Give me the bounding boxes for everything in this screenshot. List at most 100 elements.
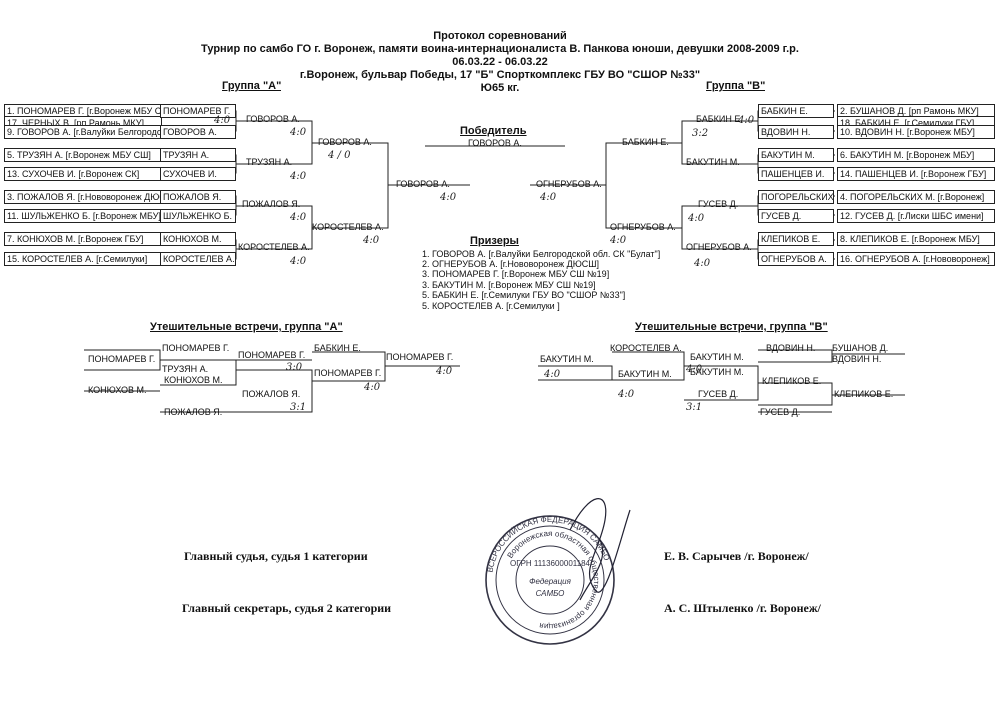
document-venue: г.Воронеж, бульвар Победы, 17 "Б" Спортк…: [299, 70, 701, 81]
group-a-r3-winner: КОРОСТЕЛЕВ А.: [312, 222, 384, 232]
score: 4 / 0: [328, 150, 351, 161]
group-b-entrant: 10. ВДОВИН Н. [г.Воронеж МБУ]: [837, 125, 995, 139]
group-b-r1-winner: КЛЕПИКОВ Е.: [758, 232, 834, 246]
weight-category: Ю65 кг.: [480, 83, 520, 94]
score: 3:1: [290, 402, 307, 413]
consolation-b-name: КЛЕПИКОВ Е.: [834, 389, 894, 399]
score: 4:0: [544, 369, 561, 380]
score: 4:0: [363, 235, 380, 246]
score: 4:0: [436, 366, 453, 377]
group-a-entrant: 15. КОРОСТЕЛЕВ А. [г.Семилуки]: [4, 252, 162, 266]
score: 3:0: [286, 362, 303, 373]
group-b-r2-winner: БАБКИН Е.: [696, 114, 743, 124]
group-a-r1-winner: ТРУЗЯН А.: [160, 148, 236, 162]
group-a-r1-winner: ШУЛЬЖЕНКО Б.: [160, 209, 236, 223]
winner-name: ГОВОРОВ А.: [468, 138, 522, 148]
chief-judge-title: Главный судья, судья 1 категории: [184, 549, 368, 563]
group-b-r1-winner: ПОГОРЕЛЬСКИХ М.: [758, 190, 834, 204]
consolation-a-name: БАБКИН Е.: [314, 343, 361, 353]
group-b-r1-winner: ГУСЕВ Д.: [758, 209, 834, 223]
group-b-entrant: 16. ОГНЕРУБОВ А. [г.Нововоронеж]: [837, 252, 995, 266]
group-a-entrant: 7. КОНЮХОВ М. [г.Воронеж ГБУ]: [4, 232, 162, 246]
group-b-entrant: 4. ПОГОРЕЛЬСКИХ М. [г.Воронеж]: [837, 190, 995, 204]
group-b-r1-winner: ВДОВИН Н.: [758, 125, 834, 139]
score: 4:0: [686, 364, 703, 375]
consolation-b-name: ГУСЕВ Д.: [698, 389, 739, 399]
consolation-a-name: ПОЖАЛОВ Я.: [164, 407, 223, 417]
score: 4:0: [290, 127, 307, 138]
score: 4:0: [540, 192, 557, 203]
group-b-r2-winner: ОГНЕРУБОВ А.: [686, 242, 752, 252]
chief-secretary-title: Главный секретарь, судья 2 категории: [182, 601, 392, 615]
group-a-r2-winner: КОРОСТЕЛЕВ А.: [238, 242, 310, 252]
consolation-b-name: ВДОВИН Н.: [832, 354, 882, 364]
group-a-entrant: 11. ШУЛЬЖЕНКО Б. [г.Воронеж МБУ]: [4, 209, 162, 223]
group-b-r2-winner: ГУСЕВ Д.: [698, 199, 739, 209]
consolation-a-name: ТРУЗЯН А.: [162, 364, 209, 374]
svg-text:ОГРН 1113600001184: ОГРН 1113600001184: [510, 559, 591, 568]
score: 4:0: [618, 389, 635, 400]
consolation-a-name: ПОНОМАРЕВ Г.: [238, 350, 306, 360]
group-a-r1-winner: ПОНОМАРЕВ Г.: [160, 104, 236, 118]
group-b-r2-winner: БАКУТИН М.: [686, 157, 740, 167]
score: 3:2: [692, 128, 709, 139]
prize-entry: 2. ОГНЕРУБОВ А. [г.Нововоронеж ДЮСШ]: [422, 259, 600, 269]
group-b-entrant: 12. ГУСЕВ Д. [г.Лиски ШБС имени]: [837, 209, 995, 223]
group-b-r3-winner: ОГНЕРУБОВ А.: [610, 222, 676, 232]
group-a-r3-winner: ГОВОРОВ А.: [318, 137, 372, 147]
document-title: Протокол соревнований: [433, 31, 567, 42]
group-a-r1-winner: ГОВОРОВ А.: [160, 125, 236, 139]
consolation-b-title: Утешительные встречи, группа "В": [635, 322, 828, 333]
score: 4:0: [364, 382, 381, 393]
group-b-r3-winner: БАБКИН Е.: [622, 137, 669, 147]
score: 4:0: [440, 192, 457, 203]
consolation-b-name: ВДОВИН Н.: [766, 343, 816, 353]
document-dates: 06.03.22 - 06.03.22: [452, 57, 548, 68]
group-a-entrant: 9. ГОВОРОВ А. [г.Валуйки Белгородской об…: [4, 125, 162, 139]
consolation-b-name: КЛЕПИКОВ Е.: [762, 376, 822, 386]
svg-text:САМБО: САМБО: [536, 589, 565, 598]
score: 4:0: [694, 258, 711, 269]
group-a-r2-winner: ГОВОРОВ А.: [246, 114, 300, 124]
prize-entry: 1. ГОВОРОВ А. [г.Валуйки Белгородской об…: [422, 249, 661, 259]
group-b-final-winner: ОГНЕРУБОВ А.: [536, 179, 602, 189]
consolation-a-name: ПОЖАЛОВ Я.: [242, 389, 301, 399]
prize-entry: 3. БАКУТИН М. [г.Воронеж МБУ СШ №19]: [422, 280, 596, 290]
consolation-b-name: БУШАНОВ Д.: [832, 343, 889, 353]
group-a-r1-winner: КОРОСТЕЛЕВ А.: [160, 252, 236, 266]
score: 4:0: [290, 212, 307, 223]
group-a-entrant: 13. СУХОЧЕВ И. [г.Воронеж СК]: [4, 167, 162, 181]
score: 4:0: [738, 115, 755, 126]
consolation-b-name: БАКУТИН М.: [690, 367, 744, 377]
consolation-a-name: КОНЮХОВ М.: [164, 375, 223, 385]
consolation-a-name: КОНЮХОВ М.: [88, 385, 147, 395]
score: 4:0: [610, 235, 627, 246]
score: 4:0: [290, 256, 307, 267]
score: 4:0: [290, 171, 307, 182]
group-b-title: Группа "В": [706, 81, 766, 92]
consolation-a-name: ПОНОМАРЕВ Г.: [314, 368, 382, 378]
group-b-entrant: 8. КЛЕПИКОВ Е. [г.Воронеж МБУ]: [837, 232, 995, 246]
group-b-entrant: 6. БАКУТИН М. [г.Воронеж МБУ]: [837, 148, 995, 162]
group-a-r1-winner: СУХОЧЕВ И.: [160, 167, 236, 181]
chief-judge-name: Е. В. Сарычев /г. Воронеж/: [664, 549, 809, 563]
group-a-r1-winner: КОНЮХОВ М.: [160, 232, 236, 246]
group-b-r1-winner: БАБКИН Е.: [758, 104, 834, 118]
group-a-entrant: 3. ПОЖАЛОВ Я. [г.Нововоронеж ДЮСШ]: [4, 190, 162, 204]
group-b-r1-winner: ОГНЕРУБОВ А.: [758, 252, 834, 266]
prizes-title: Призеры: [470, 236, 519, 247]
group-a-entrant: 5. ТРУЗЯН А. [г.Воронеж МБУ СШ]: [4, 148, 162, 162]
group-a-title: Группа "А": [222, 81, 282, 92]
prize-entry: 3. ПОНОМАРЕВ Г. [г.Воронеж МБУ СШ №19]: [422, 269, 610, 279]
consolation-b-name: БАКУТИН М.: [540, 354, 594, 364]
consolation-a-name: ПОНОМАРЕВ Г.: [386, 352, 454, 362]
consolation-b-name: КОРОСТЕЛЕВ А.: [610, 343, 682, 353]
consolation-b-name: БАКУТИН М.: [618, 369, 672, 379]
consolation-b-name: БАКУТИН М.: [690, 352, 744, 362]
consolation-a-name: ПОНОМАРЕВ Г.: [88, 354, 156, 364]
group-b-r1-winner: БАКУТИН М.: [758, 148, 834, 162]
prize-entry: 5. КОРОСТЕЛЕВ А. [г.Семилуки ]: [422, 301, 560, 311]
group-a-r2-winner: ПОЖАЛОВ Я.: [242, 199, 301, 209]
consolation-b-name: ГУСЕВ Д.: [760, 407, 801, 417]
